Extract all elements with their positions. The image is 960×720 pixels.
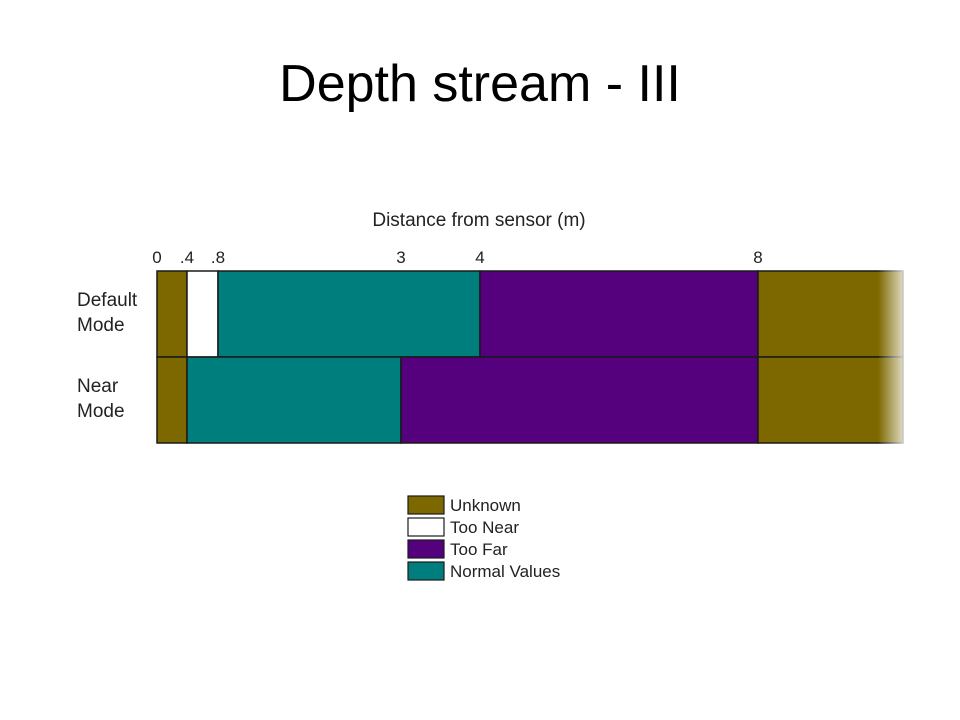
bar-rows: [156, 268, 908, 448]
legend-label: Too Far: [450, 540, 508, 559]
bar-segment-unknown: [156, 356, 188, 444]
legend-swatch-normal: [407, 561, 445, 581]
legend-label: Unknown: [450, 496, 521, 515]
x-tick-label: .8: [211, 248, 225, 267]
bar-segment-too-far: [479, 270, 759, 358]
bar-segment-too-near: [186, 270, 219, 358]
row-label: Mode: [77, 315, 125, 336]
x-axis-label: Distance from sensor (m): [372, 210, 585, 231]
legend-label: Too Near: [450, 518, 519, 537]
legend-swatch-too-near: [407, 517, 445, 537]
x-tick-label: .4: [180, 248, 194, 267]
bar-segment-normal: [186, 356, 402, 444]
x-tick-label: 3: [396, 248, 405, 267]
x-tick-label: 0: [152, 248, 161, 267]
legend-swatch-unknown: [407, 495, 445, 515]
bar-segment-normal: [217, 270, 481, 358]
bar-segment-unknown: [156, 270, 188, 358]
row-label: Mode: [77, 401, 125, 422]
legend-swatch-too-far: [407, 539, 445, 559]
x-tick-label: 8: [753, 248, 762, 267]
legend-label: Normal Values: [450, 562, 560, 581]
row-label: Default: [77, 290, 138, 311]
edge-fade: [878, 268, 908, 448]
bar-segment-too-far: [400, 356, 759, 444]
x-axis-ticks: 0 .4 .8 3 4 8: [152, 248, 762, 267]
row-label: Near: [77, 376, 119, 397]
x-tick-label: 4: [475, 248, 484, 267]
slide-title: Depth stream - III: [279, 55, 681, 113]
